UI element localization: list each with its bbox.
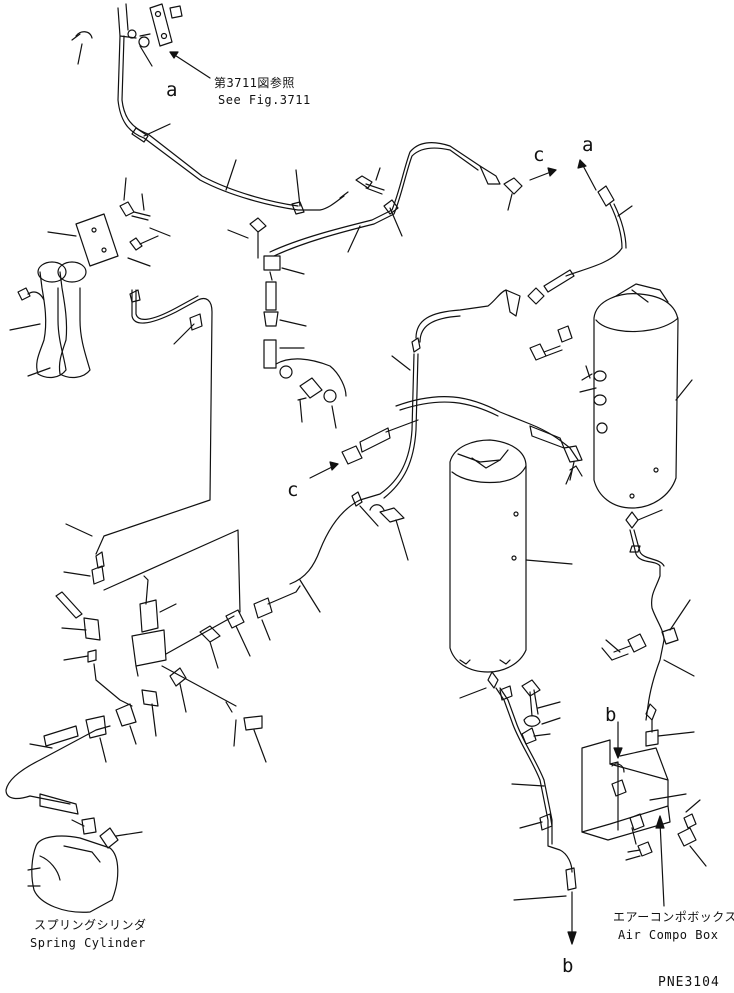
lower-left-cluster — [55, 529, 241, 707]
elbow-fitting-c-top — [503, 177, 523, 211]
reference-en: See Fig.3711 — [218, 93, 311, 107]
air-compo-box — [581, 739, 707, 867]
arrow-c-left — [309, 461, 339, 479]
center-c-line — [289, 289, 583, 613]
bolt-middle-top — [355, 167, 385, 195]
arrow-c-top — [529, 167, 557, 181]
right-top-hose — [527, 185, 633, 305]
callout-c-left: c — [287, 479, 299, 501]
right-box-line — [601, 529, 695, 747]
arrow-a-top — [577, 159, 597, 191]
air-tank-right — [593, 283, 693, 529]
drawing-code: PNE3104 — [658, 975, 720, 990]
tank-right-fittings — [529, 325, 597, 485]
bolt-under-tank — [521, 679, 561, 727]
spring-cylinder-line — [5, 703, 143, 849]
center-fittings — [199, 585, 301, 763]
fitting-column — [227, 217, 347, 429]
air-box-label-jp: エアーコンポボックス — [613, 910, 734, 924]
horn-assembly — [9, 213, 119, 379]
air-box-label-en: Air Compo Box — [618, 928, 719, 942]
callout-a-top-left: a — [166, 79, 178, 101]
horn-bolts — [119, 177, 171, 267]
callout-a-top-right: a — [582, 134, 594, 156]
callout-b-right: b — [605, 704, 617, 726]
callout-b-bottom: b — [562, 955, 574, 977]
spring-cylinder — [27, 835, 119, 913]
reference-jp: 第3711図参照 — [214, 76, 295, 90]
spring-cylinder-label-en: Spring Cylinder — [30, 936, 146, 950]
air-line-top — [117, 35, 349, 215]
solenoid-valve — [131, 575, 237, 737]
arrow-air-box — [655, 815, 665, 907]
spring-cylinder-label-jp: スプリングシリンダ — [34, 918, 147, 932]
horn-air-line — [65, 289, 213, 555]
top-bracket-assembly — [71, 3, 183, 67]
arrow-to-ref — [169, 51, 211, 79]
arrow-b-right — [613, 721, 623, 759]
callout-c-top: c — [533, 144, 545, 166]
lower-b-line — [495, 685, 577, 945]
upper-right-line — [269, 142, 501, 257]
air-tank-left — [449, 439, 573, 699]
